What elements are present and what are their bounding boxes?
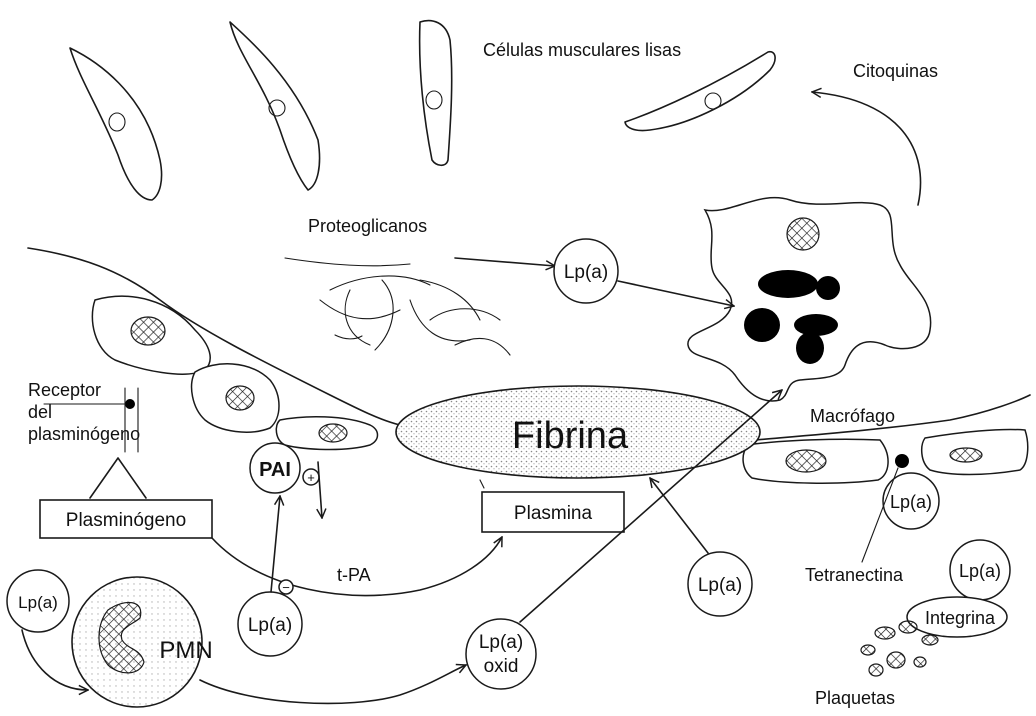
macrophage-dark-granule-1 xyxy=(758,270,818,298)
svg-text:Integrina: Integrina xyxy=(925,608,996,628)
pai-circle: PAI xyxy=(250,443,300,493)
svg-text:Plasmina: Plasmina xyxy=(514,503,593,524)
smooth-muscle-cell-2 xyxy=(230,22,320,190)
lpa-pai-circle: Lp(a) xyxy=(238,592,302,656)
tetranectin-dot xyxy=(895,454,909,468)
endothelial-nucleus-5 xyxy=(950,448,982,462)
macrophage-dark-granule-3 xyxy=(744,308,780,342)
svg-text:PAI: PAI xyxy=(259,459,291,481)
smooth-muscle-label: Células musculares lisas xyxy=(483,40,681,60)
lpa-to-pai-arrow xyxy=(271,496,280,592)
tetranectin-label: Tetranectina xyxy=(805,565,904,585)
endothelial-nucleus-4 xyxy=(786,450,826,472)
svg-text:Lp(a): Lp(a) xyxy=(564,262,608,283)
plasmin-box: Plasmina xyxy=(482,492,624,532)
lpa-endothelial-circle: Lp(a) xyxy=(883,473,939,529)
macrophage-dark-granule-2 xyxy=(816,276,840,300)
cytokines-label: Citoquinas xyxy=(853,61,938,81)
pai-plus-sign: + xyxy=(303,469,319,485)
endothelial-nucleus-3 xyxy=(319,424,347,442)
proteoglycans-label: Proteoglicanos xyxy=(308,216,427,236)
lpa-to-macrophage-arrow xyxy=(618,281,734,306)
fibrin-clot: Fibrina xyxy=(396,386,760,478)
svg-text:Lp(a): Lp(a) xyxy=(18,593,58,612)
plasminogen-triangle xyxy=(90,458,146,498)
svg-text:Lp(a): Lp(a) xyxy=(890,492,932,512)
plasminogen-receptor-label: Receptor del plasminógeno xyxy=(28,380,140,444)
platelets-label: Plaquetas xyxy=(815,688,895,708)
plasminogen-box: Plasminógeno xyxy=(40,500,212,538)
smooth-muscle-cell-4 xyxy=(625,52,775,131)
svg-text:oxid: oxid xyxy=(484,656,519,677)
svg-text:−: − xyxy=(282,580,290,595)
cytokines-arrow xyxy=(812,92,921,205)
lpa-integrin-circle: Lp(a) xyxy=(950,540,1010,600)
smooth-muscle-cell-1 xyxy=(70,48,162,200)
plasminogen-receptor-dot xyxy=(125,399,135,409)
svg-text:Lp(a): Lp(a) xyxy=(479,632,523,653)
fibrin-label: Fibrina xyxy=(512,415,629,457)
pai-to-plasmin-arrow xyxy=(318,462,322,518)
pmn-label: PMN xyxy=(159,637,212,664)
smooth-muscle-cell-3 xyxy=(420,21,452,166)
macrophage-dark-granule-5 xyxy=(796,332,824,364)
svg-text:plasminógeno: plasminógeno xyxy=(28,424,140,444)
svg-text:Receptor: Receptor xyxy=(28,380,101,400)
macrophage xyxy=(688,198,931,401)
lpa-proteoglycan-circle: Lp(a) xyxy=(554,239,618,303)
macrophage-hatched-vacuole xyxy=(787,218,819,250)
endothelial-nucleus-1 xyxy=(131,317,165,345)
lpa-to-fibrin-arrow xyxy=(650,478,708,553)
macrophage-label: Macrófago xyxy=(810,406,895,426)
proteoglycan-to-lpa-arrow xyxy=(455,258,555,266)
lpa-oxidized-circle: Lp(a) oxid xyxy=(466,619,536,689)
pmn-to-oxidized-arrow xyxy=(200,665,466,703)
plasmin-to-fibrin-tick xyxy=(480,480,484,488)
svg-text:del: del xyxy=(28,402,52,422)
svg-text:Lp(a): Lp(a) xyxy=(698,575,742,596)
proteoglycan-fibers xyxy=(285,258,510,355)
lpa-minus-sign: − xyxy=(279,580,293,595)
svg-text:Lp(a): Lp(a) xyxy=(248,615,292,636)
macrophage-dark-granule-4 xyxy=(794,314,838,336)
pmn-cell: PMN xyxy=(72,577,213,707)
lpa-pmn-circle: Lp(a) xyxy=(7,570,69,632)
lpa-fibrin-circle: Lp(a) xyxy=(688,552,752,616)
tpa-label: t-PA xyxy=(337,565,371,585)
svg-text:Lp(a): Lp(a) xyxy=(959,561,1001,581)
svg-text:Plasminógeno: Plasminógeno xyxy=(66,510,186,531)
integrin-ellipse: Integrina xyxy=(907,597,1007,637)
endothelial-nucleus-2 xyxy=(226,386,254,410)
svg-text:+: + xyxy=(307,470,315,485)
